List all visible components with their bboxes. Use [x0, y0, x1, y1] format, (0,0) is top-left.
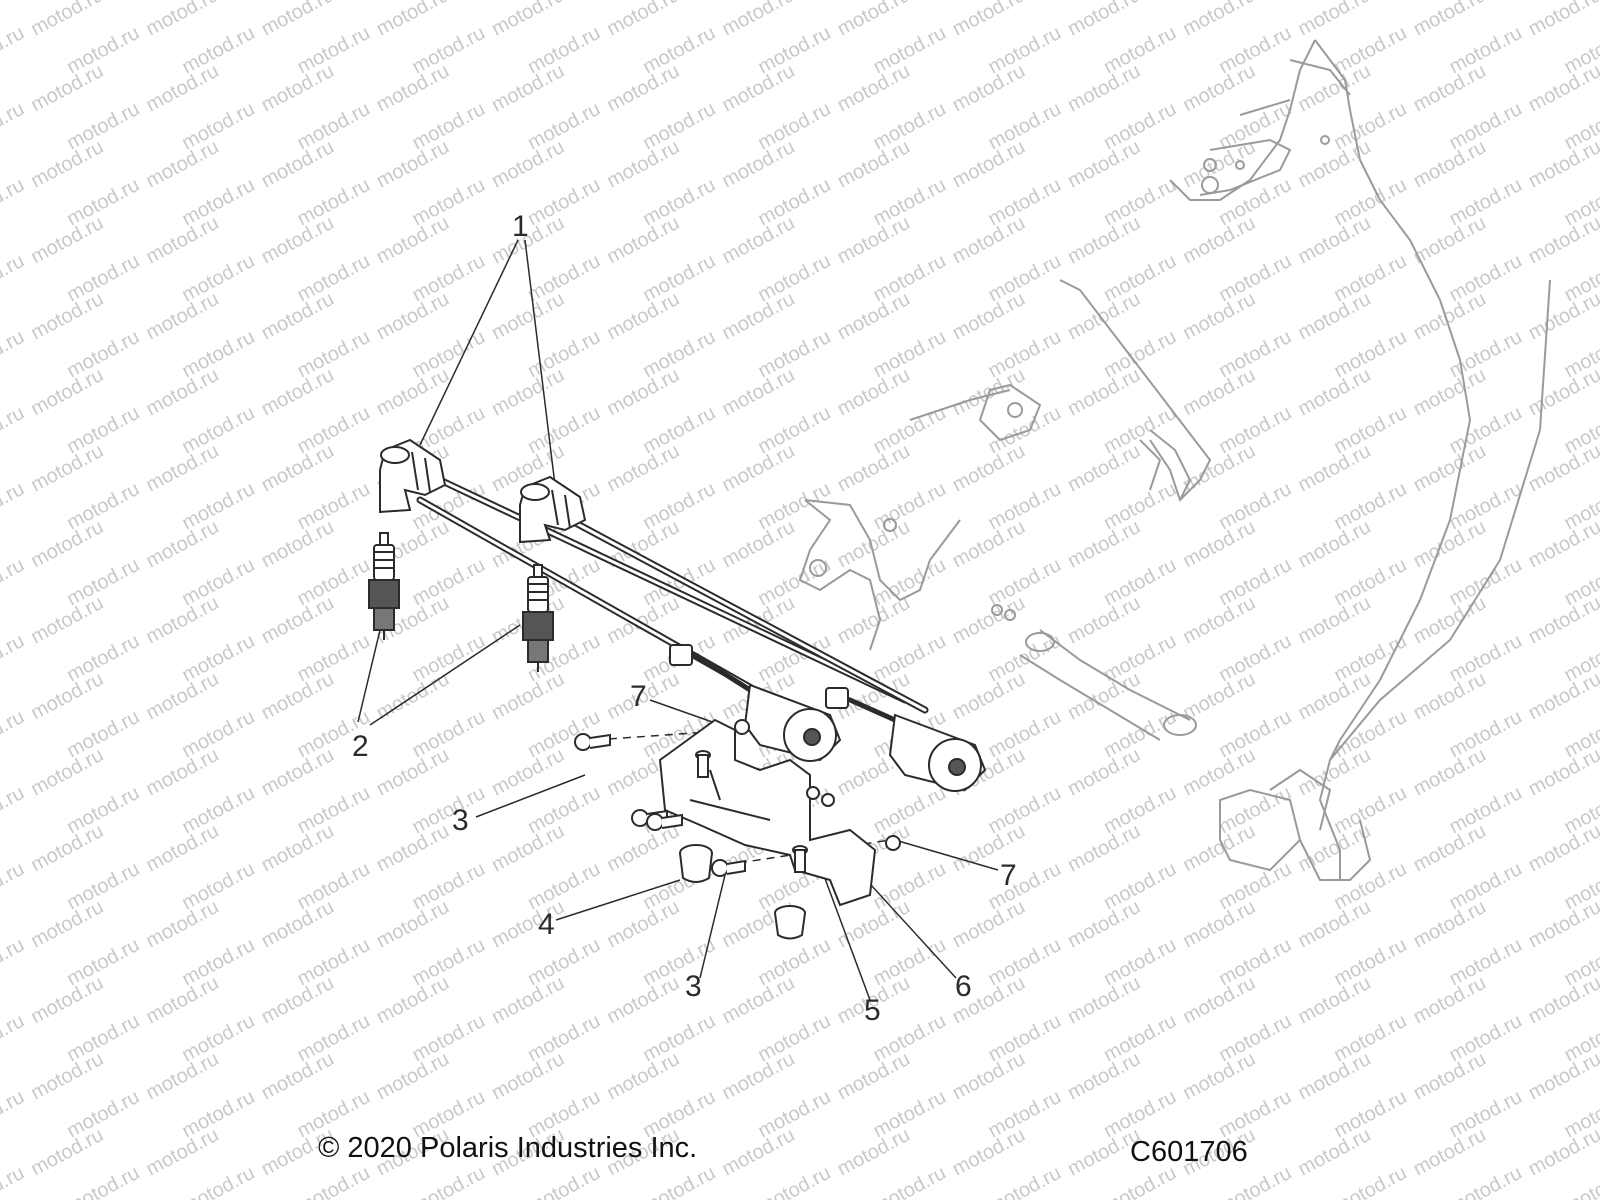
- callout-4: 4: [538, 908, 555, 941]
- ignition-coil-right: [825, 687, 987, 792]
- screw-bottom: [711, 859, 746, 877]
- screws: [574, 733, 746, 877]
- stud-front: [792, 845, 808, 873]
- coil-mounting-bracket: [658, 718, 877, 907]
- callout-3-upper: 3: [452, 804, 469, 837]
- plug-boot-left: [379, 438, 447, 514]
- nut-right: [885, 835, 901, 851]
- studs: [695, 750, 808, 873]
- nuts: [734, 719, 901, 851]
- grommets: [679, 844, 806, 940]
- callout-3-lower: 3: [685, 970, 702, 1003]
- callouts: 1 2 3 3 4 5 6 7 7: [352, 210, 1017, 1027]
- callout-5: 5: [864, 994, 881, 1027]
- grommet-left: [679, 844, 713, 883]
- screw-middle-b: [646, 813, 683, 831]
- spark-plug-wire-assembly: [416, 476, 929, 714]
- nut-middle-b: [821, 793, 835, 807]
- plug-boot-right: [519, 475, 587, 544]
- stud-rear: [695, 750, 711, 778]
- screw-top: [574, 733, 611, 751]
- nut-top: [734, 719, 750, 735]
- callout-1: 1: [512, 210, 529, 243]
- spark-plug-left: [368, 532, 400, 640]
- ignition-coil-left: [669, 644, 842, 762]
- frame-background: [798, 39, 1551, 881]
- nut-middle-a: [806, 786, 820, 800]
- grommet-right: [774, 905, 806, 940]
- leader-lines: [357, 239, 999, 1001]
- callout-2: 2: [352, 730, 369, 763]
- callout-7-upper: 7: [630, 680, 647, 713]
- copyright-notice: © 2020 Polaris Industries Inc.: [318, 1132, 698, 1164]
- callout-7-lower: 7: [1000, 859, 1017, 892]
- callout-6: 6: [955, 970, 972, 1003]
- spark-plug-right: [522, 564, 554, 672]
- drawing-code: C601706: [1130, 1136, 1248, 1168]
